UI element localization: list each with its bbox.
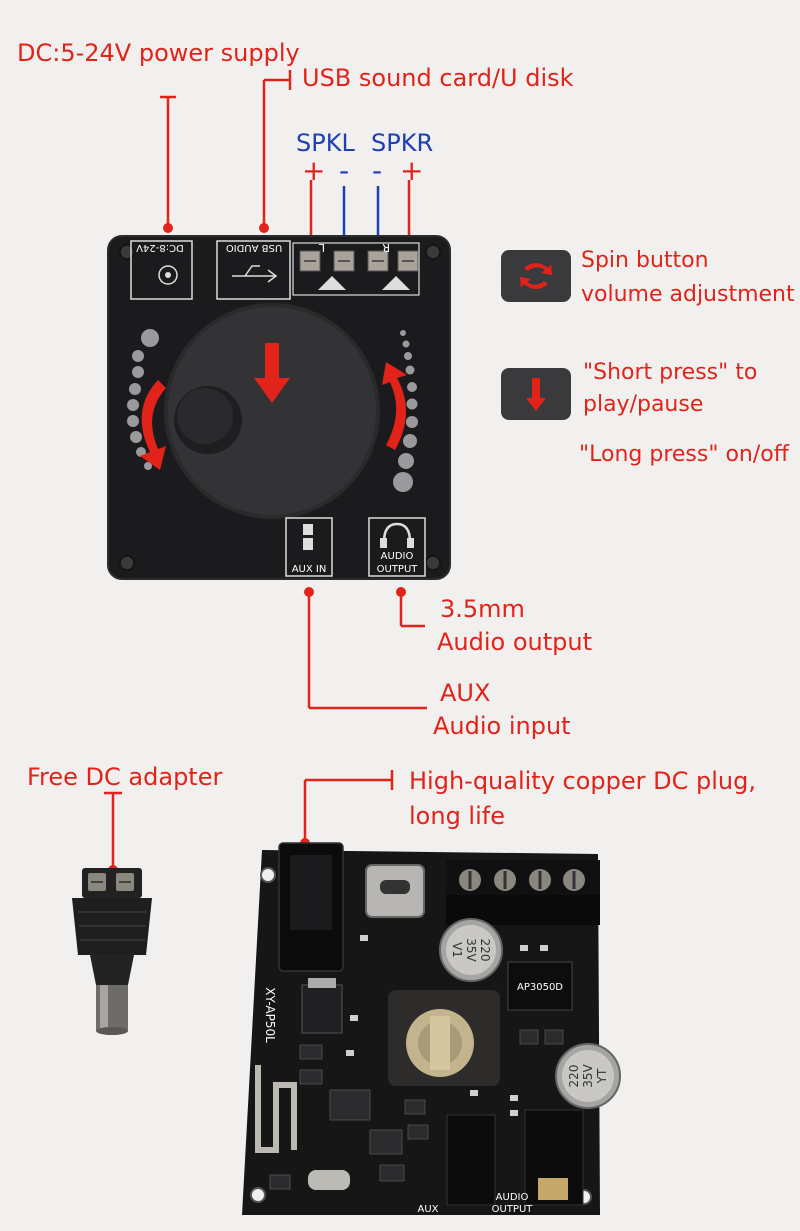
board-audio-label: AUDIO <box>381 551 414 562</box>
pcb-aux-label: AUX <box>417 1204 438 1215</box>
usb-label: USB sound card/U disk <box>302 64 574 92</box>
pcb-chip-label: AP3050D <box>517 982 563 993</box>
svg-text:V1: V1 <box>450 942 464 958</box>
spin-button-icon <box>501 250 571 302</box>
pcb-audio-label: AUDIO <box>496 1192 529 1203</box>
audio-output-label: Audio output <box>437 628 593 656</box>
jack-size-label: 3.5mm <box>440 595 525 623</box>
svg-text:35V: 35V <box>464 938 478 962</box>
spkl-plus: + <box>302 154 326 187</box>
free-dc-adapter-label: Free DC adapter <box>27 763 223 791</box>
volume-adjustment-label: volume adjustment <box>581 282 795 307</box>
short-press-label: "Short press" to <box>583 360 758 385</box>
spkr-minus: - <box>372 154 383 187</box>
callout-lines <box>104 70 427 868</box>
spkl-minus: - <box>339 154 350 187</box>
spin-button-label: Spin button <box>581 248 709 273</box>
board-l-label: L <box>318 241 325 254</box>
svg-text:220: 220 <box>567 1065 581 1088</box>
aux-label: AUX <box>440 679 491 707</box>
copper-dc-plug-label: High-quality copper DC plug, <box>409 767 757 795</box>
pcb-board <box>242 842 621 1215</box>
svg-text:220: 220 <box>478 939 492 962</box>
svg-text:YT: YT <box>595 1068 609 1084</box>
pcb-output-label: OUTPUT <box>492 1204 534 1215</box>
board-output-label: OUTPUT <box>377 564 419 575</box>
board-aux-in-label: AUX IN <box>292 564 327 575</box>
svg-text:35V: 35V <box>581 1063 595 1087</box>
board-usb-label: USB AUDIO <box>226 242 283 253</box>
cap1-marking: 220 35V V1 <box>450 938 492 962</box>
board-r-label: R <box>382 241 390 254</box>
play-pause-label: play/pause <box>583 392 704 417</box>
board-dc-label: DC:8-24V <box>136 242 184 253</box>
spkl-label: SPKL <box>296 129 355 157</box>
power-supply-label: DC:5-24V power supply <box>17 39 300 67</box>
press-button-icon <box>501 368 571 420</box>
dc-adapter <box>72 868 152 1035</box>
long-life-label: long life <box>409 802 505 830</box>
spkr-label: SPKR <box>371 129 434 157</box>
pcb-model-label: XY-AP50L <box>263 987 277 1043</box>
audio-input-label: Audio input <box>433 712 571 740</box>
cap2-marking: 220 35V YT <box>567 1063 609 1087</box>
amplifier-board <box>107 235 451 580</box>
long-press-label: "Long press" on/off <box>579 442 789 467</box>
spkr-plus: + <box>400 154 424 187</box>
